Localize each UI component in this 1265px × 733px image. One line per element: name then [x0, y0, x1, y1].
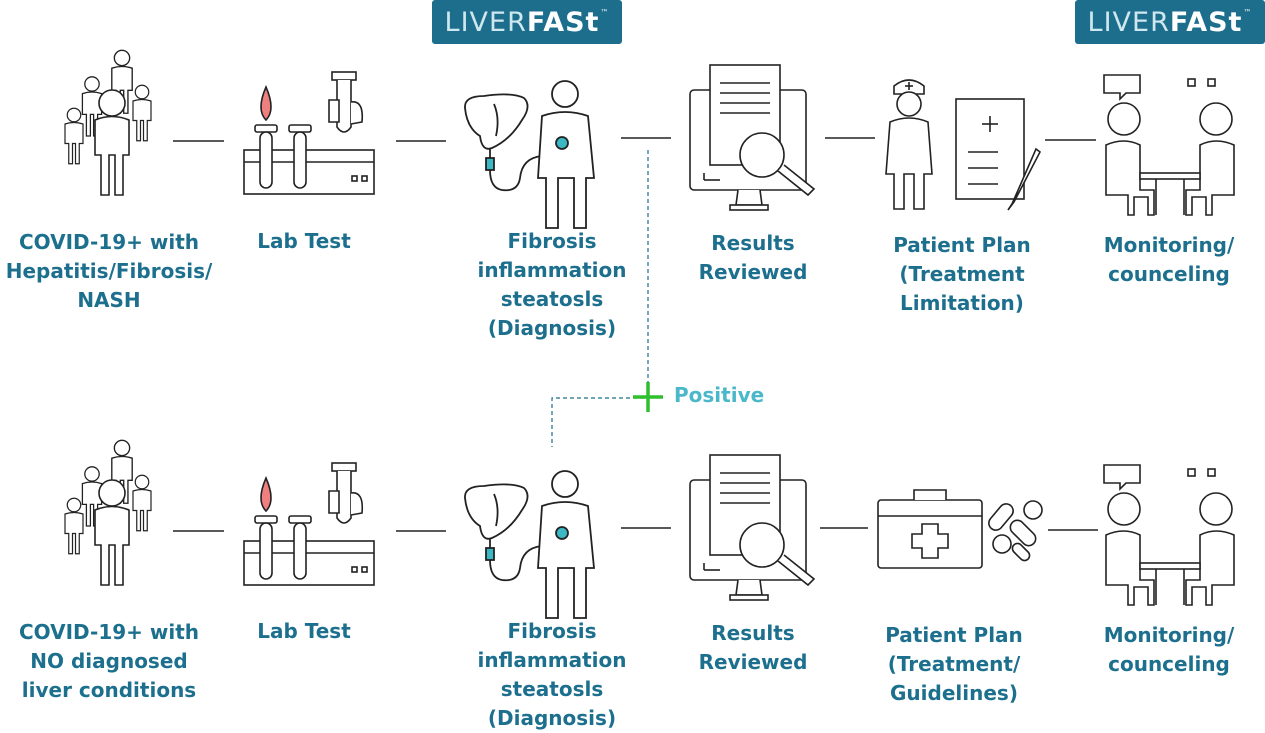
lab-test-icon	[243, 462, 375, 586]
positive-dashed-path	[551, 150, 649, 447]
plus-icon	[633, 382, 663, 412]
results-monitor-icon	[689, 64, 815, 211]
label-lab-test: Lab Test	[257, 229, 351, 253]
liver-patient-icon	[464, 80, 595, 229]
label-results-reviewed: Results Reviewed	[698, 621, 808, 674]
label-results-reviewed: Results Reviewed	[698, 231, 808, 284]
lab-test-icon	[243, 71, 375, 195]
nurse-clipboard-icon	[885, 79, 1041, 211]
label-covid-hepatitis: COVID-19+ with Hepatitis/Fibrosis/ NASH	[5, 230, 213, 312]
liver-patient-icon	[464, 470, 595, 619]
label-monitoring-counseling: Monitoring/ counceling	[1103, 233, 1235, 286]
label-fibrosis-diagnosis: Fibrosis inflammation steatosls (Diagnos…	[477, 619, 627, 730]
positive-label: Positive	[674, 383, 765, 407]
label-fibrosis-diagnosis: Fibrosis inflammation steatosls (Diagnos…	[477, 229, 627, 340]
label-patient-plan-guidelines: Patient Plan (Treatment/ Guidelines)	[885, 623, 1023, 705]
people-group-icon	[65, 50, 151, 195]
people-group-icon	[65, 440, 151, 585]
row2-connectors	[173, 527, 1098, 532]
row1-connectors	[173, 137, 1096, 142]
results-monitor-icon	[689, 454, 815, 601]
label-patient-plan-limitation: Patient Plan (Treatment Limitation)	[893, 233, 1031, 315]
label-lab-test: Lab Test	[257, 619, 351, 643]
label-covid-no-liver: COVID-19+ with NO diagnosed liver condit…	[18, 620, 200, 702]
counseling-icon	[1103, 464, 1235, 606]
medkit-pills-icon	[877, 489, 1043, 569]
label-monitoring-counseling: Monitoring/ counceling	[1103, 623, 1235, 676]
counseling-icon	[1103, 74, 1235, 216]
